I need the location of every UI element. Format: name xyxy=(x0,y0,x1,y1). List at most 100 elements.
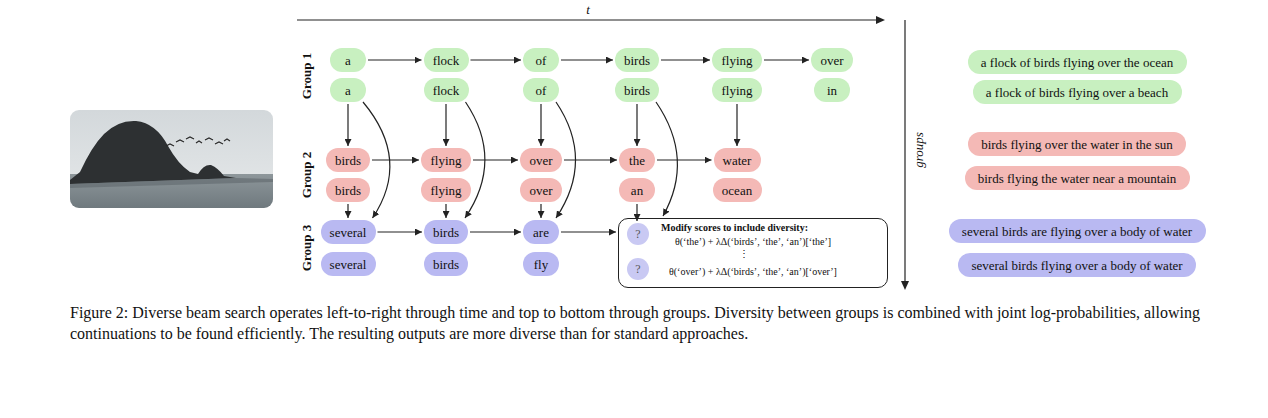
photo-shore xyxy=(70,178,273,188)
beam-arrow xyxy=(540,104,541,146)
token-text: flock xyxy=(433,84,460,97)
token-pill: in xyxy=(814,78,850,102)
token-text: fly xyxy=(534,258,548,271)
output-text: several birds are flying over a body of … xyxy=(962,225,1192,238)
token-text: over xyxy=(820,54,843,67)
token-pill: birds xyxy=(424,220,468,244)
beam-arrow xyxy=(636,104,637,146)
token-text: flying xyxy=(430,154,461,167)
beam-arrow xyxy=(470,231,521,232)
token-pill: flock xyxy=(424,48,469,72)
token-text: in xyxy=(827,84,837,97)
groups-axis xyxy=(904,20,905,282)
formula: θ(‘the’) + λΔ(‘birds’, ‘the’, ‘an’)[‘the… xyxy=(675,236,831,247)
token-pill: over xyxy=(520,148,562,172)
axis-label: t xyxy=(586,3,590,16)
bird xyxy=(176,140,184,142)
output-text: a flock of birds flying over a beach xyxy=(986,86,1168,99)
token-pill: water xyxy=(714,148,761,172)
beam-arrow xyxy=(473,159,518,160)
token-text: flock xyxy=(433,54,460,67)
token-text: several xyxy=(330,226,367,239)
beam-arrow xyxy=(368,59,422,60)
token-pill: over xyxy=(811,48,853,72)
group-label: Group 3 xyxy=(300,225,313,271)
output-text: a flock of birds flying over the ocean xyxy=(981,56,1173,69)
pending-token-circle: ? xyxy=(627,258,649,280)
beam-arrow xyxy=(764,59,809,60)
token-pill: a xyxy=(330,48,366,72)
token-text: the xyxy=(629,154,645,167)
photo-birds xyxy=(166,137,230,146)
pending-token-text: ? xyxy=(635,228,640,240)
callout-title: Modify scores to include diversity: xyxy=(661,222,808,233)
output-text: birds flying over the water in the sun xyxy=(981,138,1173,151)
token-pill: flock xyxy=(424,78,469,102)
bird xyxy=(196,141,202,143)
time-axis xyxy=(297,19,877,20)
output-caption-pill: birds flying the water near a mountain xyxy=(965,166,1190,190)
diversity-curve-arrow xyxy=(656,102,677,216)
groups-axis-head xyxy=(901,281,909,290)
token-text: flying xyxy=(430,184,461,197)
token-pill: flying xyxy=(712,48,762,72)
beam-arrow xyxy=(347,204,348,218)
token-text: birds xyxy=(624,84,650,97)
photo-sky xyxy=(70,110,273,208)
token-text: birds xyxy=(433,226,459,239)
token-text: birds xyxy=(335,184,361,197)
token-pill: an xyxy=(619,178,655,202)
output-text: birds flying the water near a mountain xyxy=(978,172,1177,185)
token-pill: birds xyxy=(615,48,659,72)
group-label: Group 1 xyxy=(300,53,313,99)
token-pill: several xyxy=(321,252,376,276)
token-pill: flying xyxy=(712,78,762,102)
token-text: are xyxy=(533,226,549,239)
token-pill: flying xyxy=(421,178,471,202)
beam-arrow xyxy=(540,204,541,218)
token-pill: are xyxy=(523,220,559,244)
token-pill: flying xyxy=(421,148,471,172)
token-pill: birds xyxy=(326,178,370,202)
beam-arrow xyxy=(372,159,419,160)
formula: θ(‘over’) + λΔ(‘birds’, ‘the’, ‘an’)[‘ov… xyxy=(669,266,837,277)
beam-arrow xyxy=(561,59,613,60)
token-text: an xyxy=(631,184,643,197)
token-text: birds xyxy=(624,54,650,67)
bird xyxy=(215,142,223,144)
token-text: several xyxy=(330,258,367,271)
token-pill: birds xyxy=(615,78,659,102)
output-caption-pill: several birds flying over a body of wate… xyxy=(958,253,1196,277)
axis-label: groups xyxy=(912,132,925,168)
token-text: birds xyxy=(433,258,459,271)
figure-caption: Figure 2: Diverse beam search operates l… xyxy=(70,302,1210,344)
photo-rock xyxy=(70,121,236,184)
bird xyxy=(224,139,230,141)
time-axis-head xyxy=(876,16,885,24)
output-caption-pill: a flock of birds flying over the ocean xyxy=(968,50,1187,74)
output-text: several birds flying over a body of wate… xyxy=(971,259,1182,272)
callout-box: Modify scores to include diversity: θ(‘th… xyxy=(618,218,888,288)
pending-token-text: ? xyxy=(635,263,640,275)
token-text: of xyxy=(536,54,547,67)
photo xyxy=(70,110,273,208)
token-pill: the xyxy=(619,148,655,172)
token-text: ocean xyxy=(722,184,752,197)
beam-arrow xyxy=(564,159,617,160)
token-pill: of xyxy=(523,78,559,102)
token-pill: several xyxy=(321,220,376,244)
output-caption-pill: several birds are flying over a body of … xyxy=(949,219,1206,243)
token-pill: a xyxy=(330,78,366,102)
token-pill: birds xyxy=(326,148,370,172)
token-pill: over xyxy=(520,178,562,202)
bird xyxy=(205,138,213,140)
token-pill: birds xyxy=(424,252,468,276)
token-text: a xyxy=(345,54,351,67)
bird xyxy=(186,137,194,139)
output-caption-pill: a flock of birds flying over a beach xyxy=(973,80,1182,104)
token-text: flying xyxy=(721,54,752,67)
token-text: over xyxy=(529,154,552,167)
beam-arrow xyxy=(657,159,712,160)
token-text: a xyxy=(345,84,351,97)
token-text: of xyxy=(536,84,547,97)
